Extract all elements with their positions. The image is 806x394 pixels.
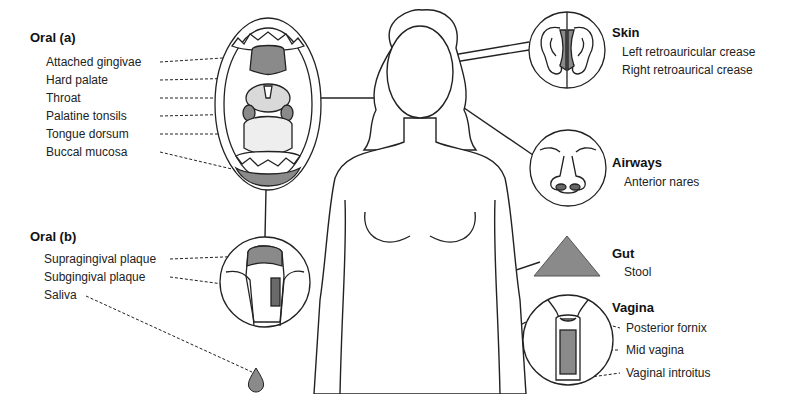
site-label: Vaginal introitus bbox=[626, 366, 711, 380]
site-heading: Skin bbox=[612, 25, 639, 40]
tooth bbox=[246, 246, 284, 322]
arm-line bbox=[495, 200, 500, 394]
site-label: Mid vagina bbox=[626, 343, 684, 357]
tooth-line bbox=[265, 190, 266, 237]
face bbox=[387, 26, 453, 118]
site-label: Buccal mucosa bbox=[46, 145, 127, 159]
site-label: Left retroauricular crease bbox=[622, 45, 755, 59]
site-heading: Airways bbox=[612, 155, 662, 170]
subgingival-patch bbox=[271, 278, 280, 306]
ear bbox=[572, 27, 593, 74]
crease-patch bbox=[560, 30, 566, 70]
palate-patch bbox=[250, 46, 286, 75]
site-label: Anterior nares bbox=[624, 175, 699, 189]
site-label: Supragingival plaque bbox=[44, 252, 156, 266]
crease-patch bbox=[568, 30, 574, 70]
buccal-patch bbox=[236, 168, 300, 186]
stool-triangle bbox=[534, 236, 600, 276]
eye-line bbox=[540, 148, 596, 152]
mid-vagina-patch bbox=[560, 330, 576, 374]
site-label: Subgingival plaque bbox=[44, 270, 145, 284]
uterus-line bbox=[548, 300, 588, 324]
site-label: Hard palate bbox=[46, 73, 108, 87]
site-label: Posterior fornix bbox=[626, 321, 707, 335]
ear bbox=[550, 38, 556, 56]
tooth-circle bbox=[220, 237, 310, 327]
saliva-drop bbox=[248, 368, 263, 392]
tongue bbox=[244, 117, 292, 155]
nose-circle bbox=[530, 130, 606, 206]
body-figure bbox=[314, 10, 526, 394]
site-label: Right retroaurical crease bbox=[622, 63, 753, 77]
site-label: Palatine tonsils bbox=[46, 109, 127, 123]
site-label: Attached gingivae bbox=[46, 55, 141, 69]
fornix-patch bbox=[560, 318, 576, 321]
vaginal-canal bbox=[556, 315, 580, 380]
site-heading: Oral (b) bbox=[30, 229, 76, 244]
nose-illustration bbox=[530, 130, 606, 206]
tooth-illustration bbox=[220, 237, 310, 327]
ear-illustration bbox=[529, 12, 605, 88]
supragingival-patch bbox=[247, 246, 282, 266]
lips bbox=[215, 18, 321, 190]
site-heading: Gut bbox=[612, 246, 634, 261]
uvula bbox=[264, 86, 272, 98]
gum-line bbox=[226, 271, 304, 326]
nostril bbox=[570, 184, 580, 190]
vagina-circle bbox=[523, 295, 613, 385]
site-heading: Vagina bbox=[612, 300, 654, 315]
lower-teeth bbox=[236, 152, 300, 167]
mouth-opening bbox=[224, 28, 312, 180]
site-label: Stool bbox=[624, 265, 651, 279]
ear bbox=[578, 38, 584, 56]
mouth-illustration bbox=[215, 18, 321, 190]
site-label: Tongue dorsum bbox=[46, 127, 129, 141]
nose bbox=[551, 156, 586, 193]
ear-circle bbox=[529, 12, 605, 88]
vagina-illustration bbox=[523, 295, 613, 385]
site-label: Throat bbox=[46, 91, 81, 105]
ear bbox=[541, 27, 562, 74]
arm-line bbox=[340, 200, 345, 394]
nostril bbox=[556, 184, 566, 190]
torso bbox=[314, 118, 526, 394]
site-heading: Oral (a) bbox=[30, 30, 76, 45]
breast-line bbox=[430, 212, 475, 242]
site-label: Saliva bbox=[44, 288, 77, 302]
breast-line bbox=[365, 212, 410, 242]
